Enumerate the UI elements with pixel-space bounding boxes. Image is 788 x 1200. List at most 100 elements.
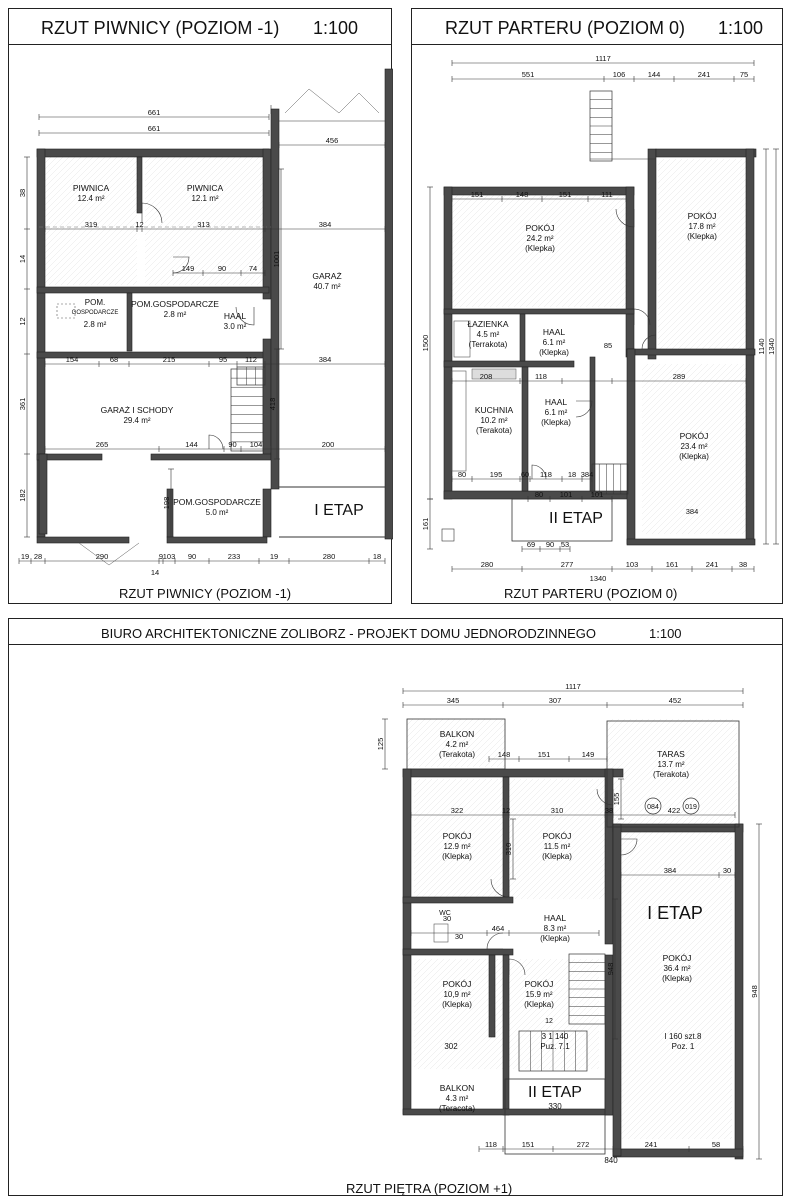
hatch-line [562, 852, 610, 900]
hatch-line [451, 194, 561, 304]
hatch-line [645, 433, 747, 535]
hatch-line [591, 266, 633, 308]
wall [625, 186, 635, 358]
hatch-line [513, 194, 627, 308]
hatch-line [406, 718, 420, 732]
hatch-line [723, 511, 747, 535]
hatch-line [613, 1010, 733, 1130]
kitchen-counter [451, 370, 467, 472]
hatch-line [613, 842, 733, 962]
etap-label-1: I ETAP [647, 903, 703, 923]
hatch-line [508, 958, 564, 1014]
hatch-line [507, 194, 621, 308]
hatch-line [719, 322, 747, 350]
dim-row: 30 [443, 914, 451, 923]
room-haal-2-floor: (Klepka) [541, 418, 571, 427]
hatch-line [613, 890, 733, 1010]
hatch-line [725, 328, 747, 350]
hatch-line [641, 363, 697, 419]
hatch-line [144, 156, 254, 266]
hatch-line [687, 1094, 733, 1140]
hatch-line [662, 756, 738, 832]
hatch-line [44, 156, 94, 206]
hatch-line [633, 1040, 733, 1140]
dim-row: 200 [322, 440, 335, 449]
room-pokoj-3-name: POKÓJ [680, 431, 709, 441]
label-084: 084 [647, 804, 659, 811]
hatch-line [717, 1124, 733, 1140]
hatch-line [566, 1036, 600, 1070]
bathtub [453, 320, 471, 358]
room-haal-floor: (Klepka) [540, 934, 570, 943]
hatch-line [478, 740, 506, 768]
hatch-line [483, 194, 597, 308]
hatch-line [707, 310, 747, 350]
door-swing [284, 88, 340, 114]
dim-row: 149 [182, 264, 195, 273]
hatch-line [537, 212, 633, 308]
hatch-line [413, 778, 445, 810]
hatch-line [613, 828, 681, 896]
hatch-line [471, 194, 585, 308]
dim-row: 265 [96, 440, 109, 449]
hatch-line [641, 373, 747, 479]
hatch-line [548, 1018, 600, 1070]
dim-row: 319 [85, 220, 98, 229]
hatch-line [606, 718, 644, 756]
hatch-line [508, 958, 600, 1050]
hatch-line [743, 346, 747, 350]
hatch-line [460, 722, 506, 768]
dim-top: 106 [613, 70, 626, 79]
hatch-line [669, 457, 747, 535]
hatch-line [508, 778, 540, 810]
wall [647, 148, 657, 360]
hatch-line [641, 363, 685, 407]
dim-row: 30 [723, 866, 731, 875]
dim-top: 1117 [595, 54, 611, 63]
room-pokoj-4-floor: (Klepka) [524, 1000, 554, 1009]
fixture [441, 528, 455, 542]
door-swing [508, 958, 526, 976]
room-garaz-schody-area: 29.4 m² [123, 416, 150, 425]
hatch-line [508, 958, 558, 1008]
hatch-line [508, 778, 534, 804]
hatch-line [641, 363, 649, 371]
hatch-line [645, 1052, 733, 1140]
hatch-line [102, 250, 138, 286]
hatch-line [695, 298, 747, 350]
floor-hatch [144, 156, 266, 286]
hatch-line [555, 230, 633, 308]
hatch-line [657, 158, 677, 178]
hatch-line [613, 926, 733, 1046]
wall [604, 954, 614, 1116]
door-swing [490, 878, 510, 898]
hatch-line [467, 862, 505, 900]
basement-title: RZUT PIWNICY (POZIOM -1) [41, 18, 280, 38]
hatch-line [508, 976, 600, 1068]
door-swing [596, 788, 614, 806]
dim-row: 148 [516, 190, 529, 199]
hatch-line [413, 958, 499, 1044]
hatch-line [613, 932, 733, 1052]
upper-scale: 1:100 [649, 626, 682, 641]
hatch-line [525, 200, 633, 308]
hatch-line [641, 397, 747, 503]
dim-top: 452 [669, 696, 682, 705]
hatch-line [585, 260, 633, 308]
dim-vert: 1340 [767, 338, 776, 355]
hatch-line [621, 1028, 733, 1140]
room-balkon-1-floor: (Terakota) [439, 750, 475, 759]
hatch-line [613, 828, 705, 920]
wall [402, 896, 514, 904]
hatch-line [44, 156, 112, 224]
hatch-line [144, 156, 158, 170]
room-pokoj-1-floor: (Klepka) [525, 244, 555, 253]
room-piwnica-2-area: 12.1 m² [191, 194, 218, 203]
hatch-line [144, 156, 242, 254]
hatch-line [48, 196, 138, 286]
dim-top: 75 [740, 70, 748, 79]
dim-vert: 1500 [421, 335, 430, 352]
floor-hatch [613, 828, 733, 1140]
hatch-line [413, 958, 469, 1014]
